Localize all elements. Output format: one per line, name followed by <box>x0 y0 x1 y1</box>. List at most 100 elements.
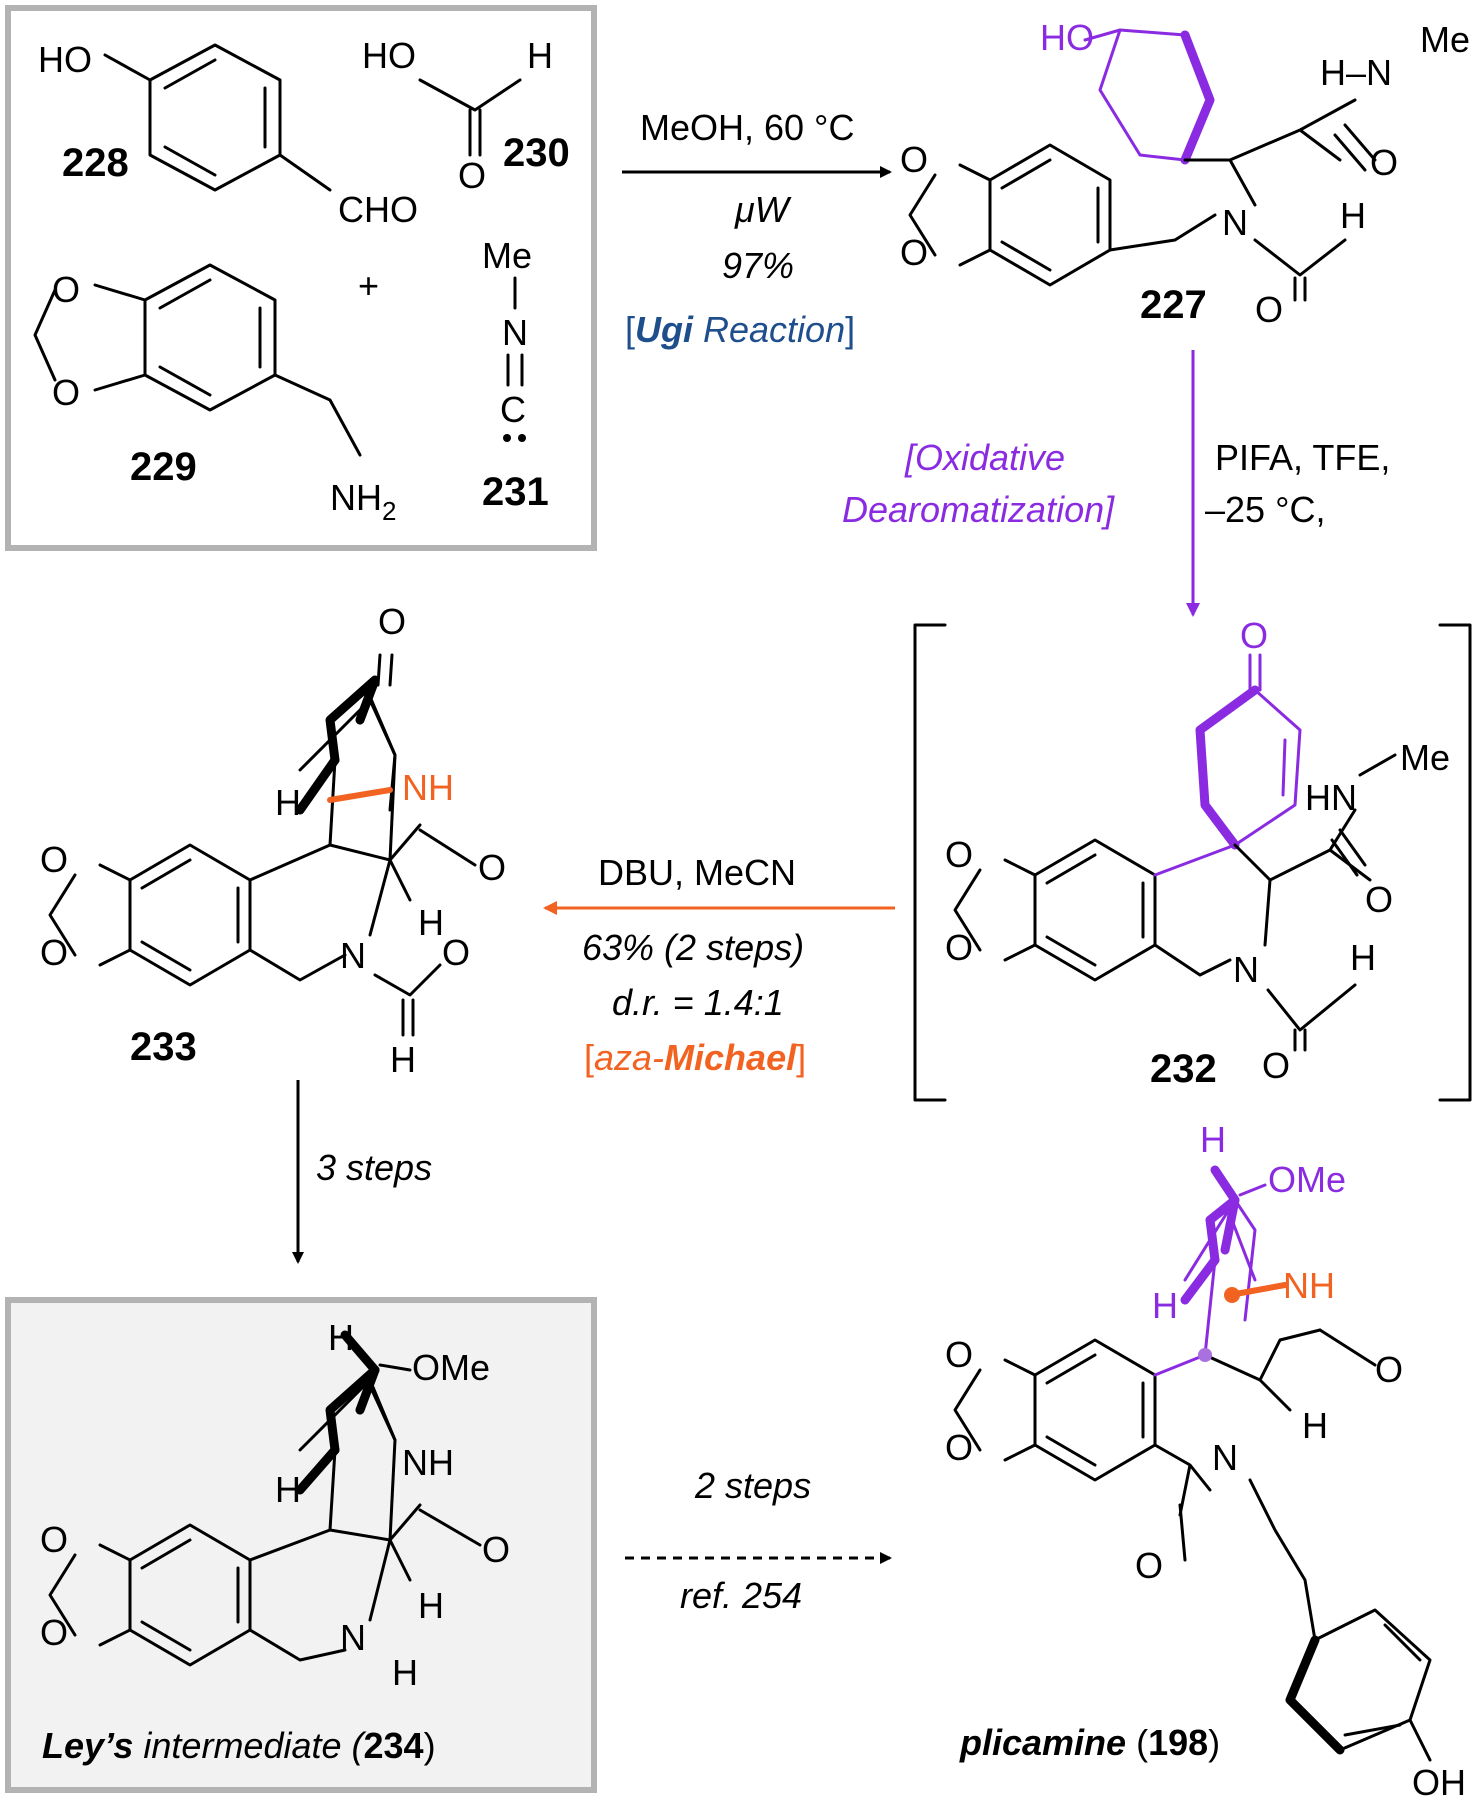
c234-o2: O <box>40 1612 68 1653</box>
aza-michael-arrow: DBU, MeCN 63% (2 steps) d.r. = 1.4:1 [az… <box>543 852 895 1078</box>
c232-o1: O <box>945 834 973 875</box>
c227-o1: O <box>900 139 928 180</box>
c198-o1: O <box>945 1334 973 1375</box>
c227-label: 227 <box>1140 283 1207 327</box>
c231-c: C <box>500 389 526 430</box>
ox-cond2: –25 °C, <box>1205 489 1325 530</box>
c198-oh: OH <box>1412 1762 1466 1800</box>
c233-n: N <box>340 935 366 976</box>
c198-nh: NH <box>1283 1265 1335 1306</box>
compound-229: O O NH2 229 <box>33 263 396 526</box>
c228-cho: CHO <box>338 189 418 230</box>
c234-h: H <box>275 1469 301 1510</box>
c231-label: 231 <box>482 470 549 514</box>
c233-o-top: O <box>378 601 406 642</box>
c232-h: H <box>1350 937 1376 978</box>
c234-h-top: H <box>328 1317 354 1358</box>
c233-h: H <box>275 782 301 823</box>
c229-o1: O <box>52 269 80 310</box>
c227-me: Me <box>1420 19 1470 60</box>
ugi-cond1: MeOH, 60 °C <box>640 107 854 148</box>
c231-me: Me <box>482 235 532 276</box>
compound-231: Me N C 231 <box>482 235 549 514</box>
c233-h-alpha: H <box>418 902 444 943</box>
c233-label: 233 <box>130 1025 197 1069</box>
c234-o1: O <box>40 1519 68 1560</box>
c198-n: N <box>1212 1437 1238 1478</box>
c232-hn: HN <box>1305 777 1357 818</box>
c232-label: 232 <box>1150 1047 1217 1091</box>
c234-o: O <box>482 1529 510 1570</box>
c232-n: N <box>1233 949 1259 990</box>
c198-h-top: H <box>1200 1119 1226 1160</box>
plus-sign: + <box>358 265 379 306</box>
c231-n: N <box>502 312 528 353</box>
c232-o2: O <box>945 927 973 968</box>
c233-o2: O <box>40 932 68 973</box>
three-steps-text: 3 steps <box>316 1147 432 1188</box>
c198-o-bottom: O <box>1135 1545 1163 1586</box>
oxidative-arrow: [Oxidative Dearomatization] PIFA, TFE, –… <box>842 350 1390 617</box>
c232-o-top: O <box>1240 615 1268 656</box>
ugi-yield: 97% <box>722 245 794 286</box>
c198-name: plicamine (198) <box>959 1722 1220 1763</box>
c233-o-lactam: O <box>478 847 506 888</box>
c228-label: 228 <box>62 141 129 185</box>
aza-dr: d.r. = 1.4:1 <box>612 982 784 1023</box>
c229-label: 229 <box>130 445 197 489</box>
c230-o: O <box>458 155 486 196</box>
c233-h-formyl: H <box>390 1039 416 1080</box>
c233-nh: NH <box>402 767 454 808</box>
c234-nh: NH <box>402 1442 454 1483</box>
c232-o-formyl: O <box>1262 1045 1290 1086</box>
compound-233: O O O H NH O H N O H 233 <box>40 601 506 1080</box>
aza-name: [aza-Michael] <box>584 1037 806 1078</box>
c229-o2: O <box>52 372 80 413</box>
c229-nh2: NH2 <box>330 477 396 526</box>
compound-228: HO CHO 228 <box>38 39 418 230</box>
c234-n: N <box>340 1617 366 1658</box>
compound-232: O O O HN Me O N H O 232 <box>913 615 1472 1102</box>
ugi-name: [Ugi Reaction] <box>625 309 855 350</box>
two-steps-arrow: 2 steps ref. 254 <box>625 1465 892 1616</box>
c232-me: Me <box>1400 737 1450 778</box>
c230-h: H <box>527 35 553 76</box>
leys-box <box>5 1297 597 1793</box>
c234-h-n: H <box>392 1652 418 1693</box>
c233-o-formyl: O <box>442 932 470 973</box>
c234-h-alpha: H <box>418 1585 444 1626</box>
ox-cond1: PIFA, TFE, <box>1215 437 1390 478</box>
c198-ome: OMe <box>1268 1159 1346 1200</box>
c227-h: H <box>1340 195 1366 236</box>
compound-198: O O O H OMe H NH O H N OH plicamine (198… <box>945 1119 1466 1800</box>
ugi-arrow: MeOH, 60 °C μW 97% [Ugi Reaction] <box>622 107 892 350</box>
c198-o2: O <box>945 1427 973 1468</box>
c228-ho: HO <box>38 39 92 80</box>
c198-h-alpha: H <box>1302 1405 1328 1446</box>
c227-o-formyl: O <box>1255 289 1283 330</box>
c227-ho: HO <box>1040 17 1094 58</box>
c230-ho: HO <box>362 35 416 76</box>
c234-ome: OMe <box>412 1347 490 1388</box>
ox-name1: [Oxidative <box>904 437 1065 478</box>
c232-o-amide: O <box>1365 879 1393 920</box>
aza-yield: 63% (2 steps) <box>582 927 804 968</box>
c227-o2: O <box>900 232 928 273</box>
compound-230: HO H O 230 <box>362 35 570 196</box>
ugi-cond2: μW <box>734 189 792 230</box>
ox-name2: Dearomatization] <box>842 489 1115 530</box>
compound-234: O O H OMe H NH O H N H Ley’s intermediat… <box>40 1317 510 1766</box>
reactants-box <box>5 5 597 551</box>
two-steps-text2: ref. 254 <box>680 1575 802 1616</box>
c227-hn: H–N <box>1320 52 1392 93</box>
c198-o: O <box>1375 1349 1403 1390</box>
c230-label: 230 <box>503 131 570 175</box>
two-steps-text1: 2 steps <box>694 1465 811 1506</box>
c227-n: N <box>1222 202 1248 243</box>
c198-h: H <box>1152 1285 1178 1326</box>
c234-name: Ley’s intermediate (234) <box>42 1725 436 1766</box>
compound-227: O O HO H–N Me O N H O 227 <box>900 17 1470 330</box>
c227-o-amide: O <box>1370 142 1398 183</box>
c233-o1: O <box>40 839 68 880</box>
